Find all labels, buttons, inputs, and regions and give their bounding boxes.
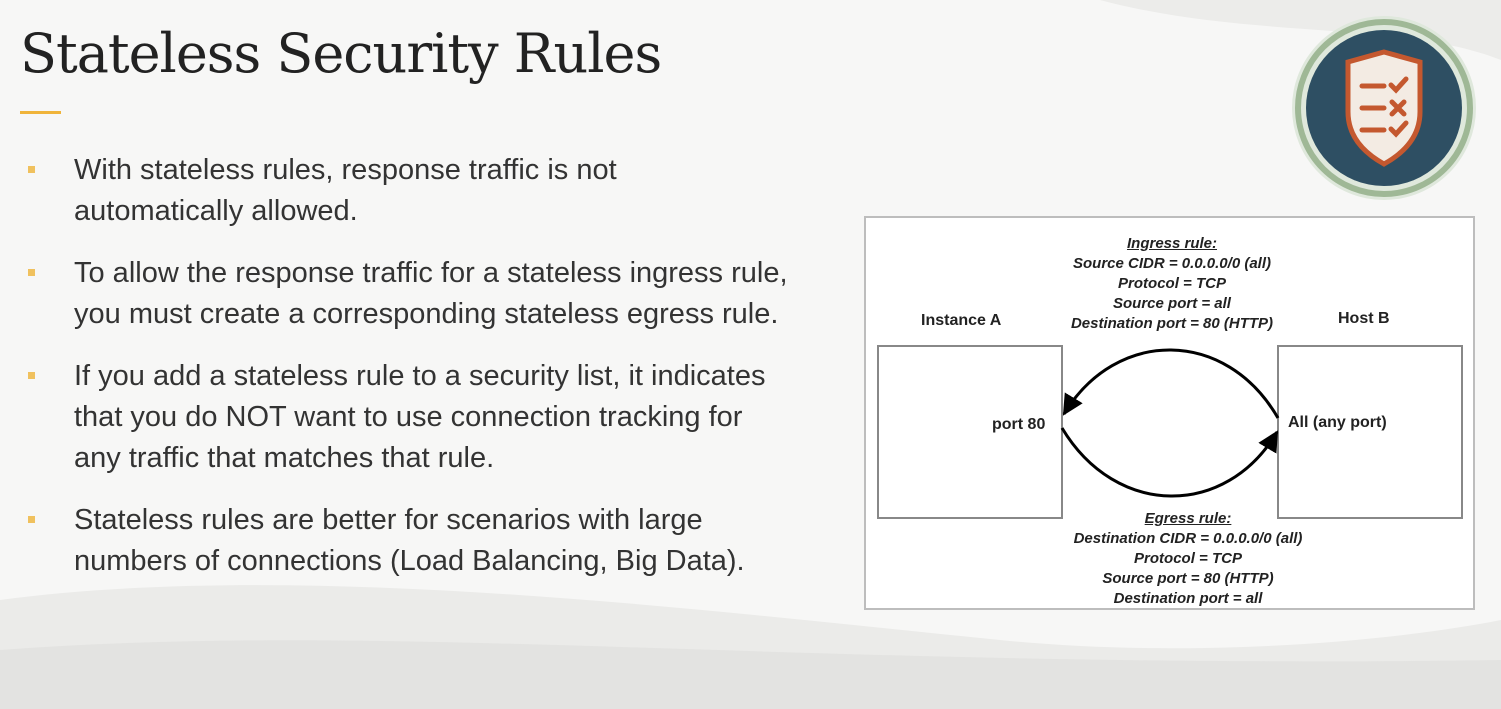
egress-rule-line: Destination port = all (1113, 590, 1263, 607)
egress-rule: Egress rule: Destination CIDR = 0.0.0.0/… (1038, 509, 1338, 609)
ingress-rule-line: Destination port = 80 (HTTP) (1070, 315, 1274, 332)
bullet-marker (28, 166, 35, 173)
bullet-marker (28, 372, 35, 379)
bullet-list: With stateless rules, response traffic i… (25, 150, 825, 603)
slide-title: Stateless Security Rules (20, 22, 662, 85)
egress-rule-line: Destination CIDR = 0.0.0.0/0 (all) (1073, 530, 1303, 547)
egress-rule-line: Source port = 80 (HTTP) (1102, 570, 1274, 587)
ingress-rule-line: Source CIDR = 0.0.0.0/0 (all) (1073, 255, 1271, 272)
ingress-arrow (1062, 348, 1280, 419)
bullet-text: To allow the response traffic for a stat… (74, 257, 788, 330)
ingress-rule-line: Source port = all (1113, 295, 1231, 312)
bullet-item: If you add a stateless rule to a securit… (25, 356, 825, 479)
egress-rule-line: Protocol = TCP (1134, 550, 1242, 567)
bullet-item: Stateless rules are better for scenarios… (25, 500, 825, 582)
host-b-box (1277, 345, 1463, 519)
instance-a-box (877, 345, 1063, 519)
bullet-item: To allow the response traffic for a stat… (25, 253, 825, 335)
bullet-text: With stateless rules, response traffic i… (74, 154, 617, 227)
egress-arrow (1060, 427, 1279, 498)
shield-checklist-icon (1292, 16, 1476, 200)
diagram-drawing (877, 345, 1463, 519)
ingress-rule-heading: Ingress rule: (1126, 235, 1218, 252)
bullet-marker (28, 516, 35, 523)
bullet-marker (28, 269, 35, 276)
port-80-label: port 80 (992, 416, 1046, 433)
title-underline (20, 111, 61, 114)
bullet-text: Stateless rules are better for scenarios… (74, 504, 745, 577)
bullet-item: With stateless rules, response traffic i… (25, 150, 825, 232)
bullet-text: If you add a stateless rule to a securit… (74, 360, 766, 474)
instance-a-label: Instance A (921, 312, 1002, 329)
traffic-diagram: Instance A Host B port 80 All (any port)… (864, 216, 1475, 610)
host-b-label: Host B (1338, 310, 1390, 327)
any-port-label: All (any port) (1288, 414, 1387, 431)
ingress-rule: Ingress rule: Source CIDR = 0.0.0.0/0 (a… (1022, 234, 1322, 334)
ingress-rule-line: Protocol = TCP (1118, 275, 1226, 292)
egress-rule-heading: Egress rule: (1144, 510, 1232, 527)
